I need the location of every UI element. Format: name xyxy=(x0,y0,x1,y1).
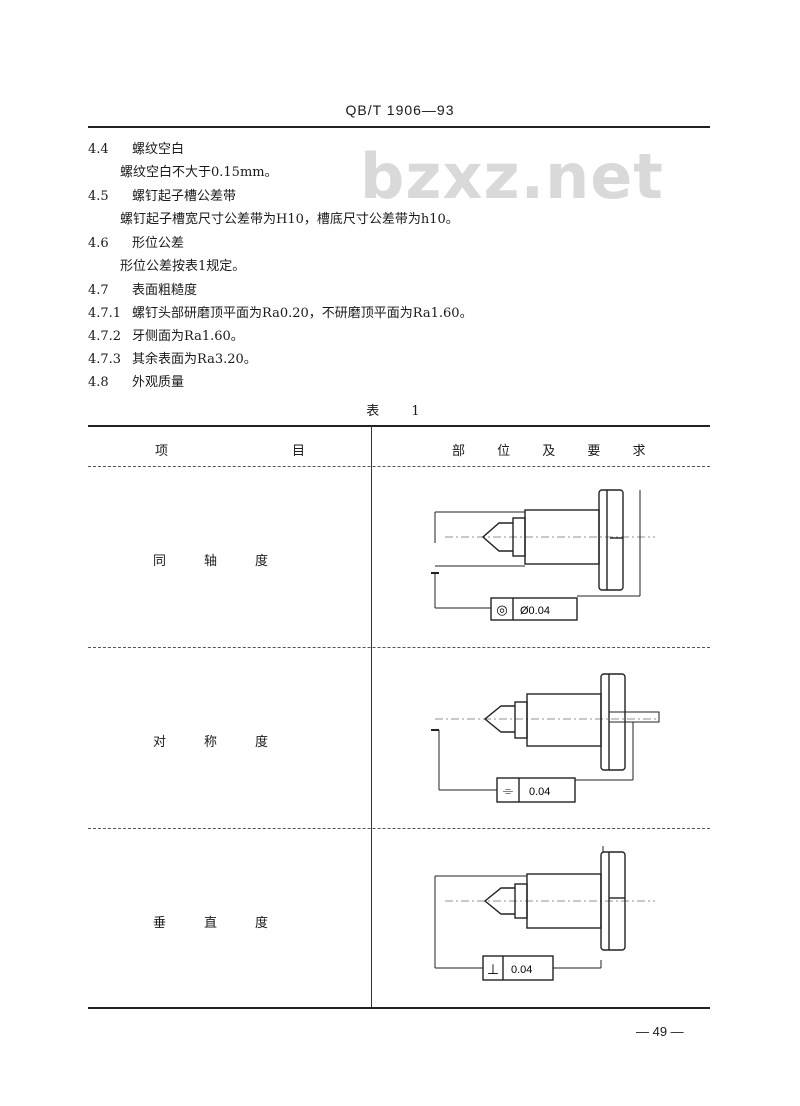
table-header-requirements: 部 位 及 要 求 xyxy=(452,444,660,459)
row-label-perpendicularity: 垂直度 xyxy=(152,916,306,931)
row-label-coaxiality: 同轴度 xyxy=(152,554,306,569)
table-top-rule xyxy=(88,425,710,427)
page-number: — 49 — xyxy=(636,1024,684,1039)
coaxiality-symbol: ◎ xyxy=(496,602,507,617)
figure-perpendicularity: ⊥ 0.04 xyxy=(434,846,655,981)
figure-coaxiality: ◎ Ø0.04 xyxy=(431,489,655,621)
table-header-rule xyxy=(88,466,710,467)
header-standard-code: QB/T 1906—93 xyxy=(345,102,455,118)
table-row-rule xyxy=(88,647,710,648)
perpendicularity-tolerance-value: 0.04 xyxy=(511,964,532,976)
symmetry-symbol: ⌯ xyxy=(503,783,514,798)
section-4-6-body: 形位公差按表1规定。 xyxy=(120,259,246,274)
figure-symmetry: ⌯ 0.04 xyxy=(431,673,660,803)
coaxiality-tolerance-value: Ø0.04 xyxy=(520,605,550,617)
symmetry-tolerance-value: 0.04 xyxy=(529,786,550,798)
table-caption: 表 1 xyxy=(366,404,434,419)
table-bottom-rule xyxy=(88,1007,710,1009)
perpendicularity-symbol: ⊥ xyxy=(487,961,499,977)
header-rule xyxy=(88,126,710,128)
section-4-4-body: 螺纹空白不大于0.15mm。 xyxy=(120,165,278,180)
watermark: bzxz.net xyxy=(360,140,664,213)
row-label-symmetry: 对称度 xyxy=(152,735,306,750)
section-4-5-body: 螺钉起子槽宽尺寸公差带为H10，槽底尺寸公差带为h10。 xyxy=(120,212,459,227)
table-header-item-left: 项 xyxy=(155,444,169,459)
table-header-item-right: 目 xyxy=(292,444,306,459)
table-column-divider xyxy=(371,426,372,1007)
table-row-rule xyxy=(88,828,710,829)
